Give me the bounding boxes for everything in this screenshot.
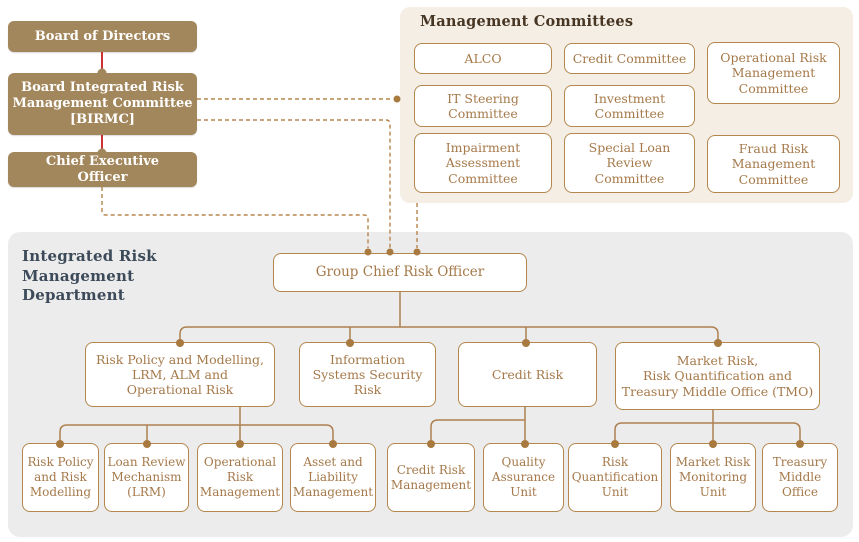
node-risk-policy-and-risk-modelling: Risk Policy and Risk Modelling (22, 443, 99, 512)
node-risk-quantification-unit: Risk Quantification Unit (568, 443, 662, 512)
node-quality-assurance-unit: Quality Assurance Unit (483, 443, 564, 512)
node-investment-committee: Investment Committee (564, 85, 695, 127)
node-market-risk-tmo: Market Risk, Risk Quantification and Tre… (615, 342, 820, 410)
node-operational-risk-management: Operational Risk Management (197, 443, 283, 512)
node-board-of-directors: Board of Directors (8, 21, 197, 52)
node-loan-review-mechanism: Loan Review Mechanism (LRM) (104, 443, 189, 512)
node-credit-risk: Credit Risk (458, 342, 597, 407)
management-committees-title: Management Committees (420, 13, 634, 30)
node-market-risk-monitoring-unit: Market Risk Monitoring Unit (670, 443, 756, 512)
node-it-steering-committee: IT Steering Committee (414, 85, 552, 127)
node-information-systems-security-risk: Information Systems Security Risk (299, 342, 436, 407)
node-asset-and-liability-management: Asset and Liability Management (290, 443, 376, 512)
node-credit-committee: Credit Committee (564, 43, 695, 74)
node-treasury-middle-office: Treasury Middle Office (762, 443, 838, 512)
node-risk-policy-modelling-division: Risk Policy and Modelling, LRM, ALM and … (85, 342, 275, 407)
node-alco: ALCO (414, 43, 552, 74)
node-group-chief-risk-officer: Group Chief Risk Officer (273, 253, 527, 292)
node-operational-risk-management-committee: Operational Risk Management Committee (707, 42, 840, 104)
irmd-title: Integrated Risk Management Department (22, 247, 157, 304)
node-birmc: Board Integrated Risk Management Committ… (8, 73, 197, 135)
node-special-loan-review-committee: Special Loan Review Committee (564, 133, 695, 193)
node-impairment-assessment-committee: Impairment Assessment Committee (414, 133, 552, 193)
node-credit-risk-management: Credit Risk Management (387, 443, 475, 512)
node-fraud-risk-management-committee: Fraud Risk Management Committee (707, 135, 840, 193)
node-chief-executive-officer: Chief Executive Officer (8, 152, 197, 187)
